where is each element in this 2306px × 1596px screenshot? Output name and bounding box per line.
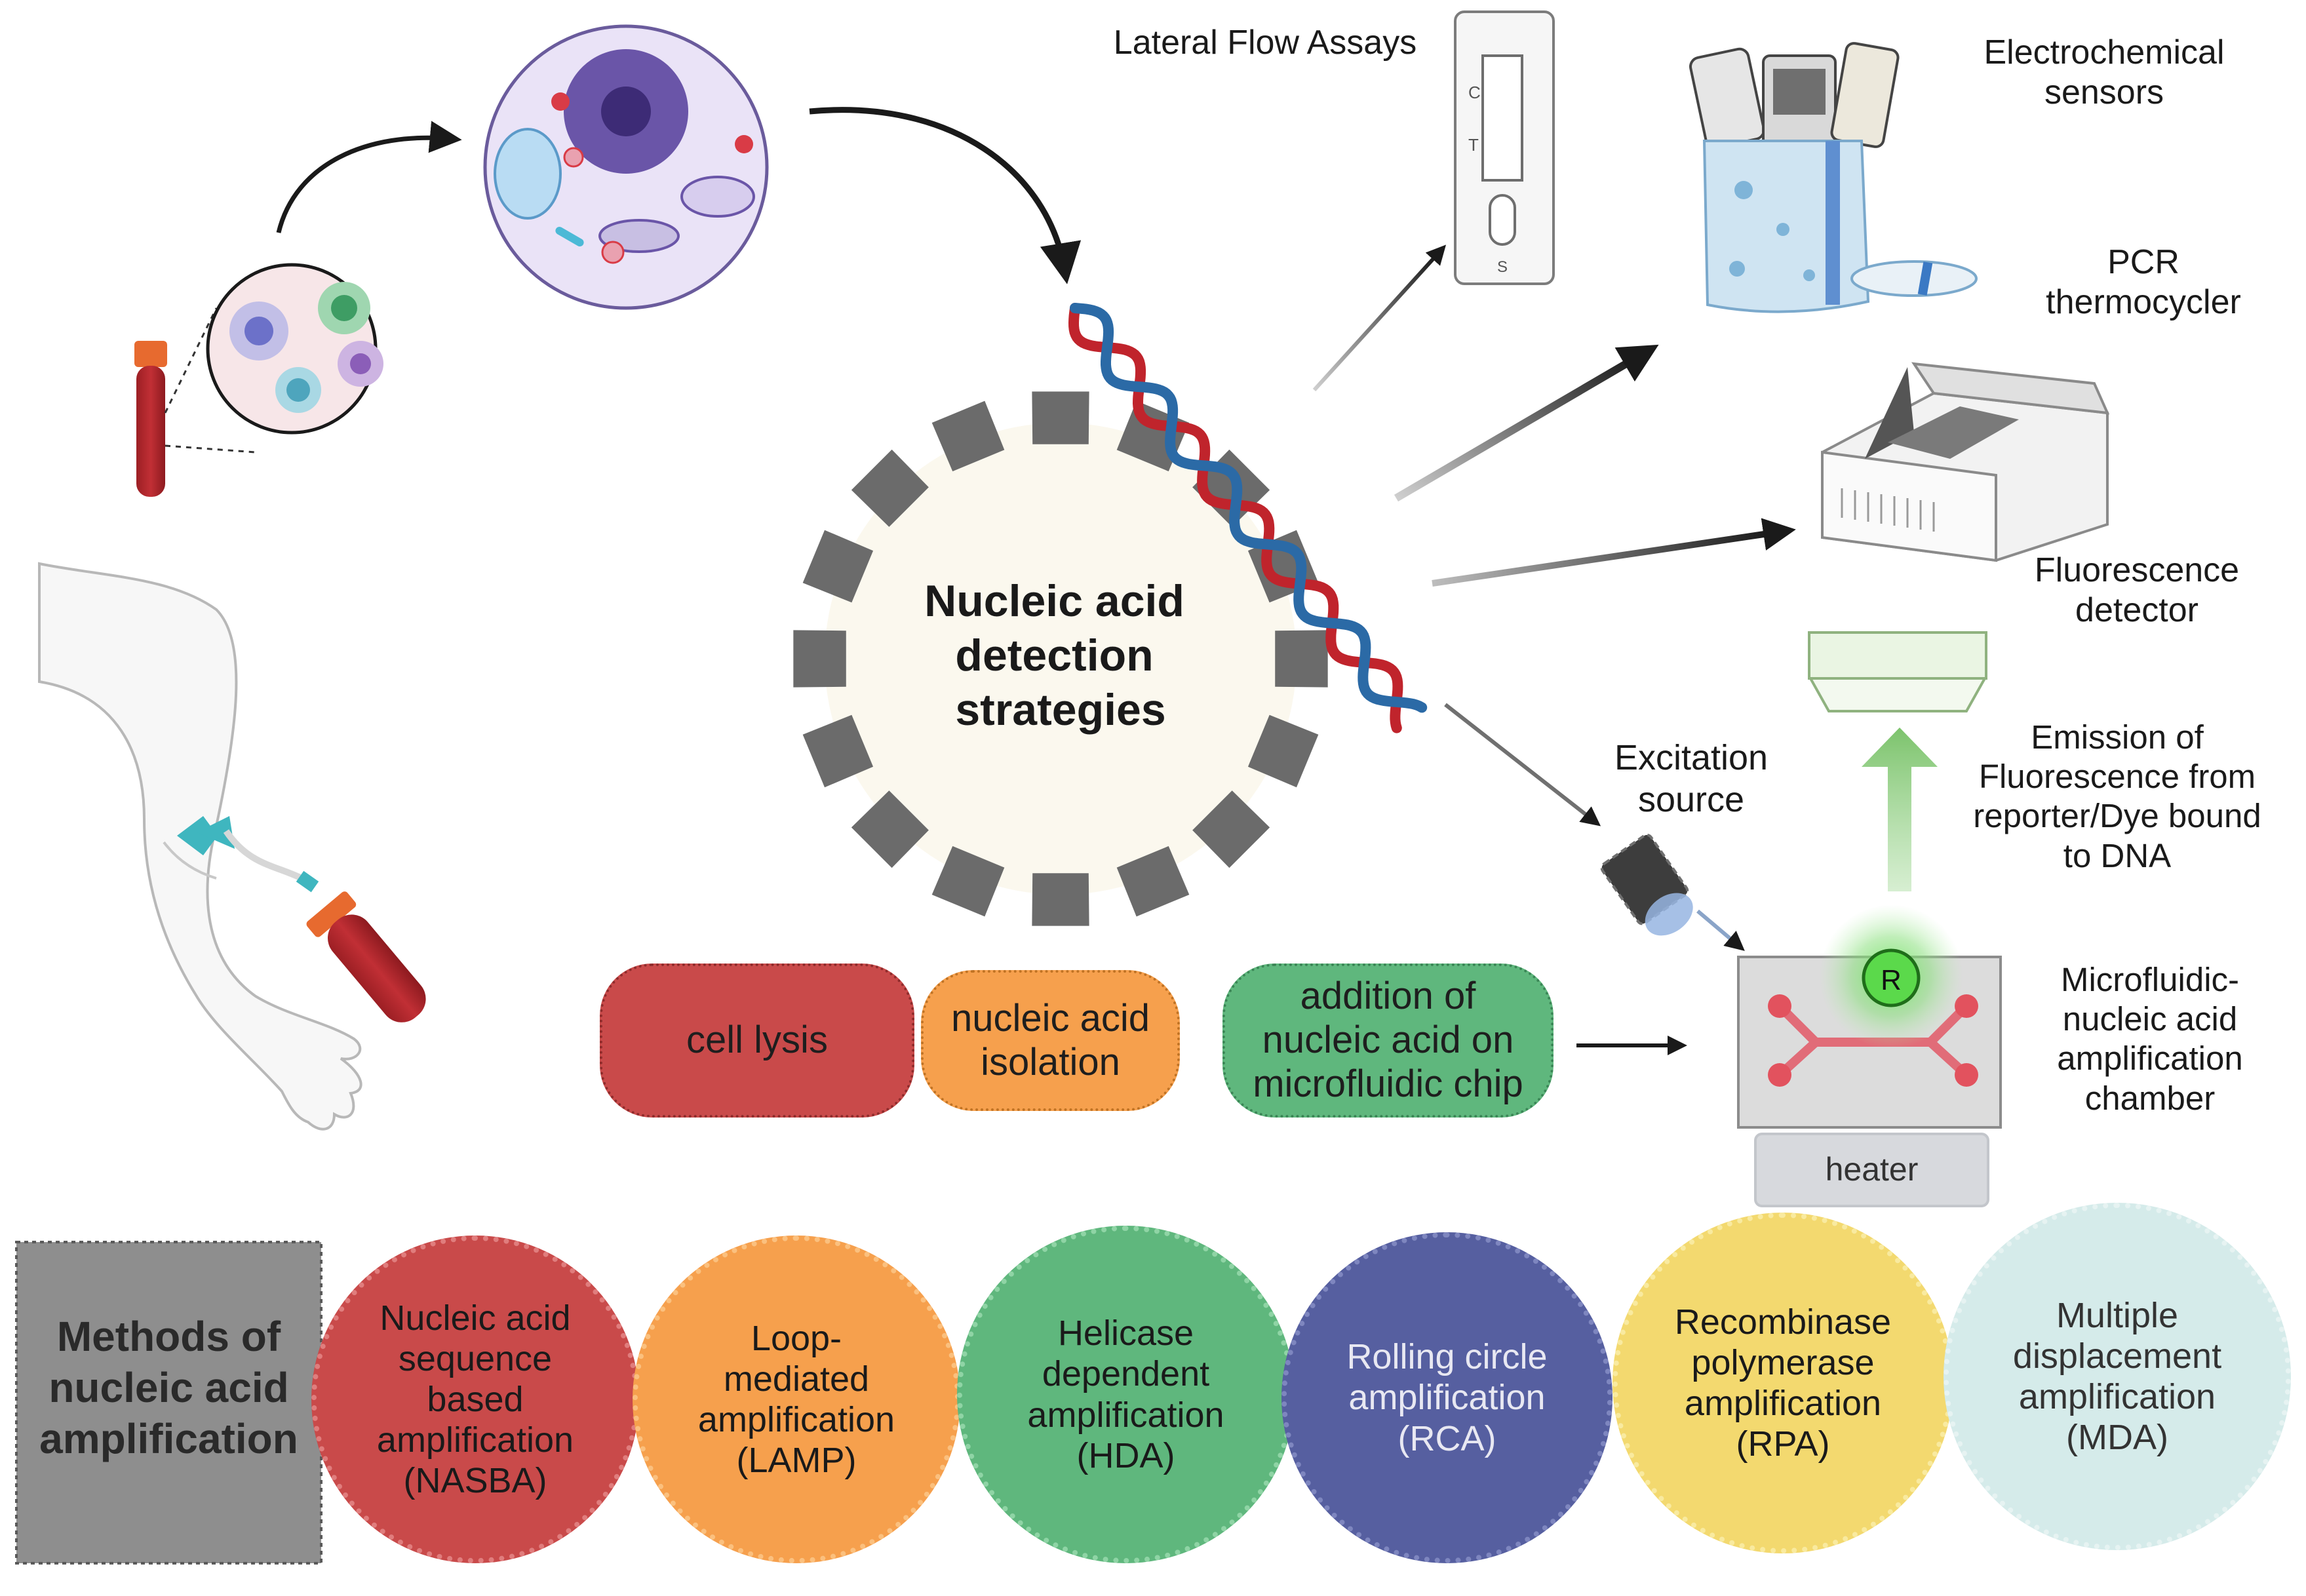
electrochemical-sensors-icon <box>1689 42 1978 313</box>
svg-text:T: T <box>1468 135 1479 155</box>
methods-title-box <box>15 1241 322 1565</box>
microfluidic-chip <box>1737 905 2002 1129</box>
label-microfluidic-chamber: Microfluidic- nucleic acid amplification… <box>2057 961 2243 1117</box>
workflow-step-cell-lysis: cell lysis <box>600 963 914 1118</box>
arrow-to-pcr <box>1432 518 1796 587</box>
blood-cells-magnified <box>206 263 383 435</box>
gear-tooth <box>851 790 929 868</box>
method-nasba: Nucleic acid sequence based amplificatio… <box>311 1236 639 1563</box>
label-emission-of-fluorescence: Emission of Fluorescence from reporter/D… <box>1973 718 2261 874</box>
label-excitation-source: Excitation source <box>1614 738 1769 819</box>
methods-title: Methods of nucleic acid amplification <box>39 1313 298 1463</box>
emission-arrow <box>1862 728 1938 891</box>
method-mda: Multiple displacement amplification (MDA… <box>1944 1203 2291 1550</box>
label-lateral-flow-assays: Lateral Flow Assays <box>1113 24 1417 62</box>
butterfly-needle <box>177 816 319 893</box>
method-rca: Rolling circle amplification (RCA) <box>1281 1232 1612 1563</box>
svg-text:S: S <box>1497 258 1508 276</box>
excitation-source-icon <box>1600 833 1693 936</box>
gear-tooth <box>1116 846 1190 917</box>
dna-helix <box>1068 303 1428 733</box>
arrow-sample-to-cell <box>276 121 462 233</box>
gear-tooth <box>1032 873 1089 926</box>
gear-teeth <box>793 391 1328 926</box>
pcr-thermocycler-icon <box>1821 362 2110 562</box>
cell-illustration <box>483 24 769 310</box>
reporter-label: R <box>1881 964 1902 996</box>
gear-tooth <box>931 400 1005 472</box>
arrow-to-excitation <box>1444 703 1601 827</box>
fluorescence-detector-icon <box>1808 631 1987 712</box>
gear-tooth <box>931 846 1005 917</box>
method-lamp: Loop- mediated amplification (LAMP) <box>633 1236 960 1563</box>
heater-block <box>1754 1133 1989 1207</box>
gear-tooth <box>1247 714 1319 788</box>
gear-tooth <box>1192 790 1270 868</box>
gear-tooth <box>1275 630 1328 688</box>
label-heater: heater <box>1825 1151 1919 1188</box>
gear-tooth <box>802 714 874 788</box>
gear-tooth <box>793 630 846 688</box>
blood-tube-collecting <box>306 891 426 1022</box>
label-electrochemical-sensors: Electrochemical sensors <box>1984 33 2225 112</box>
workflow-step-addition-on-chip: addition of nucleic acid on microfluidic… <box>1222 963 1554 1118</box>
excitation-beam <box>1696 909 1745 951</box>
center-gear <box>793 391 1328 926</box>
svg-text:C: C <box>1468 83 1481 102</box>
gear-tooth <box>802 530 874 603</box>
gear-tooth <box>851 449 929 527</box>
method-hda: Helicase dependent amplification (HDA) <box>957 1226 1295 1563</box>
gear-tooth <box>1032 391 1089 444</box>
label-pcr-thermocycler: PCR thermocycler <box>2046 243 2241 322</box>
blood-sample-tube <box>134 307 256 497</box>
label-fluorescence-detector: Fluorescence detector <box>2034 551 2240 630</box>
method-rpa: Recombinase polymerase amplification (RP… <box>1612 1213 1953 1553</box>
arrow-to-lfa <box>1312 244 1447 392</box>
lateral-flow-strip: C T S <box>1454 10 1555 285</box>
workflow-step-nucleic-acid-isolation: nucleic acid isolation <box>921 970 1180 1111</box>
arrow-to-electrochemical <box>1394 344 1659 502</box>
arrow-cell-to-dna <box>809 107 1082 284</box>
center-title: Nucleic acid detection strategies <box>924 576 1197 735</box>
